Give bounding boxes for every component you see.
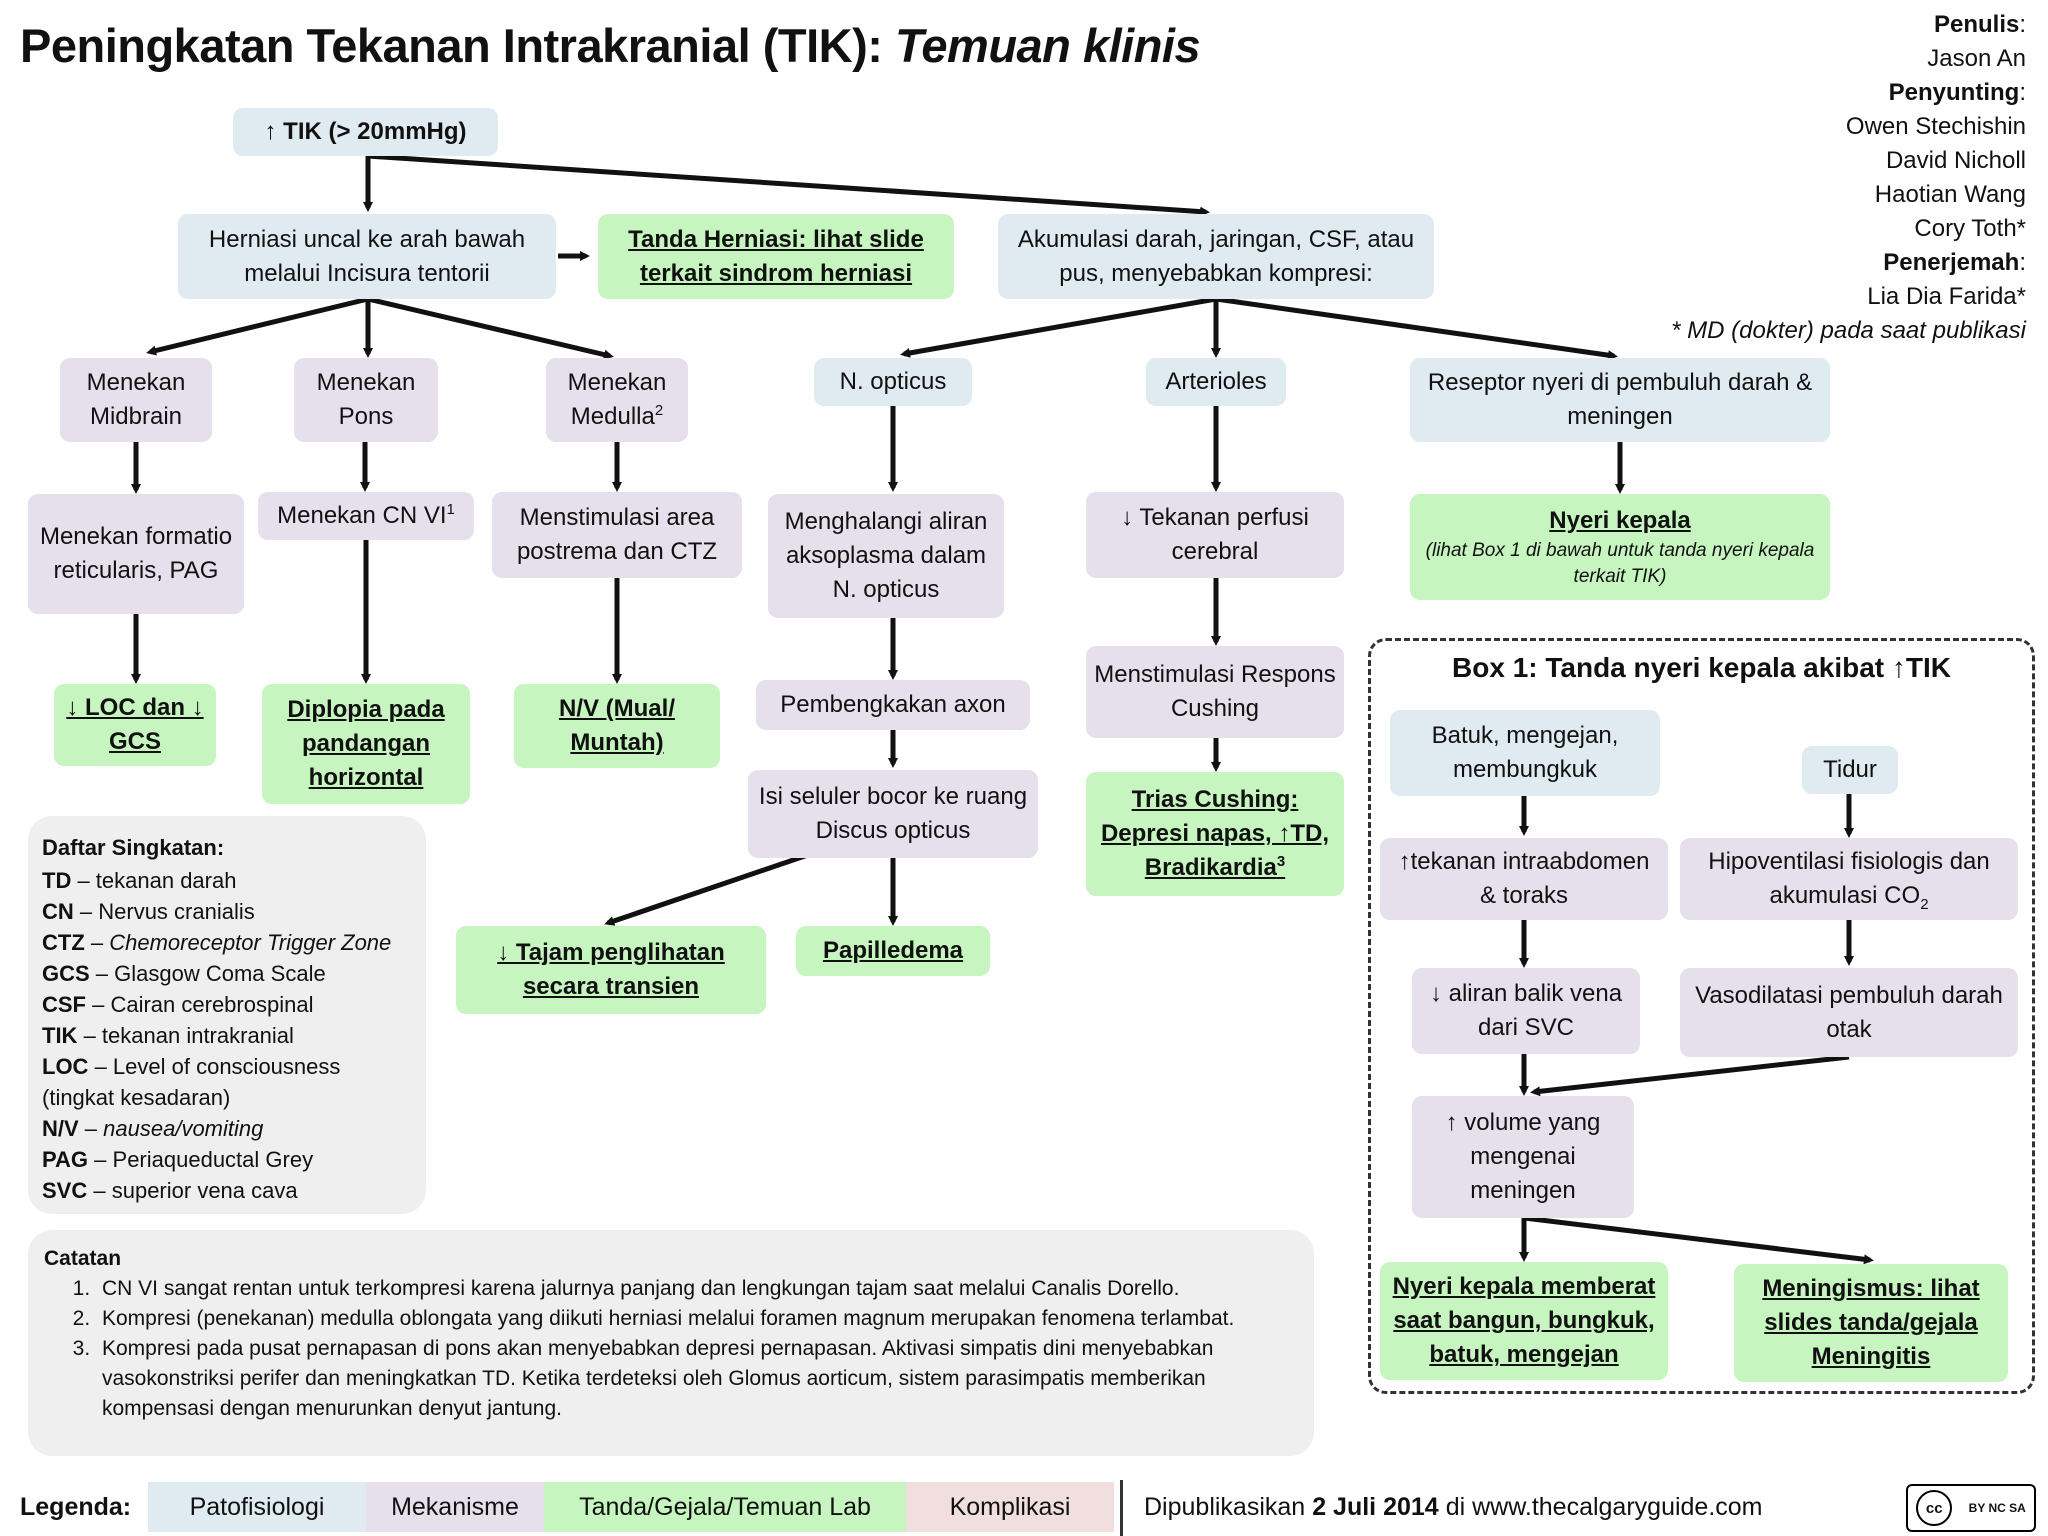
notes-title: Catatan (44, 1247, 122, 1270)
node-herniasi: Herniasi uncal ke arah bawah melalui Inc… (178, 214, 556, 299)
abbr-item: SVC – superior vena cava (42, 1178, 298, 1203)
legend-tanda: Tanda/Gejala/Temuan Lab (544, 1482, 906, 1532)
legend-mekanisme: Mekanisme (366, 1482, 544, 1532)
arrow (1523, 1215, 1874, 1265)
node-diplopia: Diplopia pada pandangan horizontal (262, 684, 470, 804)
node-isi: Isi seluler bocor ke ruang Discus opticu… (748, 770, 1038, 858)
node-tik: ↑ TIK (> 20mmHg) (233, 108, 498, 156)
note-item: Kompresi (penekanan) medulla oblongata y… (96, 1304, 1298, 1334)
abbr-item: CTZ – Chemoreceptor Trigger Zone (42, 930, 392, 955)
node-memberat: Nyeri kepala memberat saat bangun, bungk… (1380, 1262, 1668, 1380)
node-opticus: N. opticus (814, 358, 972, 406)
node-vasodilatasi: Vasodilatasi pembuluh darah otak (1680, 968, 2018, 1057)
node-trias-cushing: Trias Cushing: Depresi napas, ↑TD, Bradi… (1086, 772, 1344, 896)
node-postrema: Menstimulasi area postrema dan CTZ (492, 492, 742, 578)
note-item: CN VI sangat rentan untuk terkompresi ka… (96, 1274, 1298, 1304)
node-pembengkakan: Pembengkakan axon (756, 680, 1030, 730)
publication-info: Dipublikasikan 2 Juli 2014 di www.thecal… (1144, 1492, 1763, 1521)
cc-icon: cc (1916, 1490, 1953, 1526)
node-loc: ↓ LOC dan ↓ GCS (54, 684, 216, 766)
node-menghalangi: Menghalangi aliran aksoplasma dalam N. o… (768, 494, 1004, 618)
node-midbrain: Menekan Midbrain (60, 358, 212, 442)
node-cushing-respons: Menstimulasi Respons Cushing (1086, 646, 1344, 738)
nyeri-kepala-label: Nyeri kepala (1549, 507, 1691, 534)
node-nyeri-kepala: Nyeri kepala (lihat Box 1 di bawah untuk… (1410, 494, 1830, 600)
legend-komplikasi: Komplikasi (906, 1482, 1114, 1532)
legend: Legenda: Patofisiologi Mekanisme Tanda/G… (0, 1466, 2048, 1536)
node-papilledema: Papilledema (796, 926, 990, 976)
node-tidur: Tidur (1802, 746, 1898, 794)
node-medulla: Menekan Medulla2 (546, 358, 688, 442)
arrow (1530, 1054, 1850, 1097)
node-hipoventilasi: Hipoventilasi fisiologis dan akumulasi C… (1680, 838, 2018, 920)
node-batuk: Batuk, mengejan, membungkuk (1390, 710, 1660, 796)
node-intraabdomen: ↑tekanan intraabdomen & toraks (1380, 838, 1668, 920)
abbr-item: CN – Nervus cranialis (42, 899, 255, 924)
node-tanda-herniasi: Tanda Herniasi: lihat slide terkait sind… (598, 214, 954, 299)
box1-title: Box 1: Tanda nyeri kepala akibat ↑TIK (1452, 652, 1951, 683)
abbr-item: GCS – Glasgow Coma Scale (42, 961, 326, 986)
abbr-item: LOC – Level of consciousness (tingkat ke… (42, 1054, 341, 1110)
node-perfusi: ↓ Tekanan perfusi cerebral (1086, 492, 1344, 578)
node-cn6: Menekan CN VI1 (258, 492, 474, 540)
arrow (367, 153, 1210, 217)
node-tajam: ↓ Tajam penglihatan secara transien (456, 926, 766, 1014)
node-aliran-balik: ↓ aliran balik vena dari SVC (1412, 968, 1640, 1054)
credits: Penulis: Jason An Penyunting: Owen Stech… (1671, 11, 2026, 344)
abbr-item: N/V – nausea/vomiting (42, 1116, 264, 1141)
node-pons: Menekan Pons (294, 358, 438, 442)
node-reseptor: Reseptor nyeri di pembuluh darah & menin… (1410, 358, 1830, 442)
abbr-item: CSF – Cairan cerebrospinal (42, 992, 314, 1017)
node-nv: N/V (Mual/ Muntah) (514, 684, 720, 768)
node-akumulasi: Akumulasi darah, jaringan, CSF, atau pus… (998, 214, 1434, 299)
note-item: Kompresi pada pusat pernapasan di pons a… (96, 1334, 1298, 1424)
node-meningismus: Meningismus: lihat slides tanda/gejala M… (1734, 1264, 2008, 1382)
box1-frame (1368, 638, 2035, 1394)
legend-label: Legenda: (20, 1492, 132, 1521)
node-arterioles: Arterioles (1146, 358, 1286, 406)
arrow (900, 296, 1217, 358)
legend-patofisiologi: Patofisiologi (148, 1482, 366, 1532)
footer-divider (1120, 1480, 1123, 1536)
license-text: BY NC SA (1968, 1501, 2026, 1515)
cc-license-badge: cc BY NC SA (1906, 1484, 2036, 1532)
abbr-item: TIK – tekanan intrakranial (42, 1023, 294, 1048)
node-volume: ↑ volume yang mengenai meningen (1412, 1096, 1634, 1218)
abbreviations-panel: Daftar Singkatan: TD – tekanan darah CN … (28, 816, 426, 1214)
node-formatio: Menekan formatio reticularis, PAG (28, 494, 244, 614)
arrow (367, 296, 614, 360)
abbr-item: TD – tekanan darah (42, 868, 237, 893)
notes-panel: Catatan CN VI sangat rentan untuk terkom… (28, 1230, 1314, 1456)
arrow (146, 296, 369, 356)
nyeri-kepala-note: (lihat Box 1 di bawah untuk tanda nyeri … (1425, 540, 1815, 587)
page-title: Peningkatan Tekanan Intrakranial (TIK): … (20, 19, 1201, 72)
arrow (1215, 296, 1618, 361)
abbreviations-title: Daftar Singkatan: (42, 835, 225, 860)
abbr-item: PAG – Periaqueductal Grey (42, 1147, 314, 1172)
